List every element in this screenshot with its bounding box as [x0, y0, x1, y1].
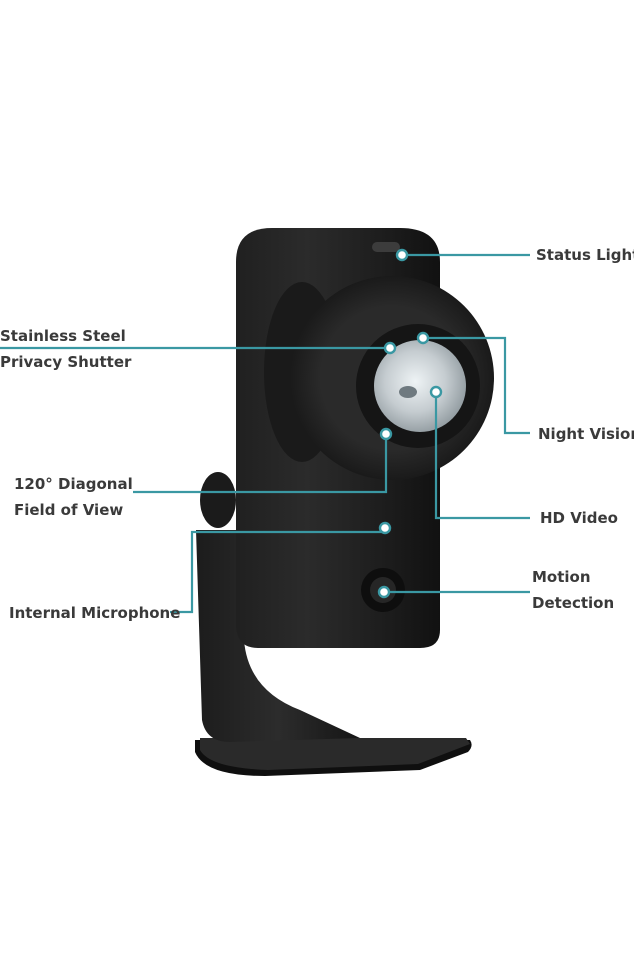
hd-video-label: HD Video [540, 509, 618, 527]
motion-detection-dot [377, 585, 391, 599]
internal-microphone-label: Internal Microphone [9, 604, 181, 622]
status-light-label: Status Light [536, 246, 634, 264]
callout-lines [0, 253, 530, 614]
privacy-shutter-dot [383, 341, 397, 355]
lens-icon [374, 340, 466, 432]
status-light-icon [372, 242, 400, 252]
hd-video-dot [429, 385, 443, 399]
callout-dots [377, 248, 443, 599]
night-vision-dot [416, 331, 430, 345]
status-light-dot [395, 248, 409, 262]
night-vision-label: Night Vision [538, 425, 634, 443]
camera-body [236, 228, 494, 648]
motion-detection-label: Motion Detection [532, 568, 615, 612]
field-of-view-label: 120° Diagonal Field of View [14, 475, 133, 519]
field-of-view-dot [379, 427, 393, 441]
microphone-dot [378, 521, 392, 535]
privacy-shutter-label: Stainless Steel Privacy Shutter [0, 327, 132, 371]
